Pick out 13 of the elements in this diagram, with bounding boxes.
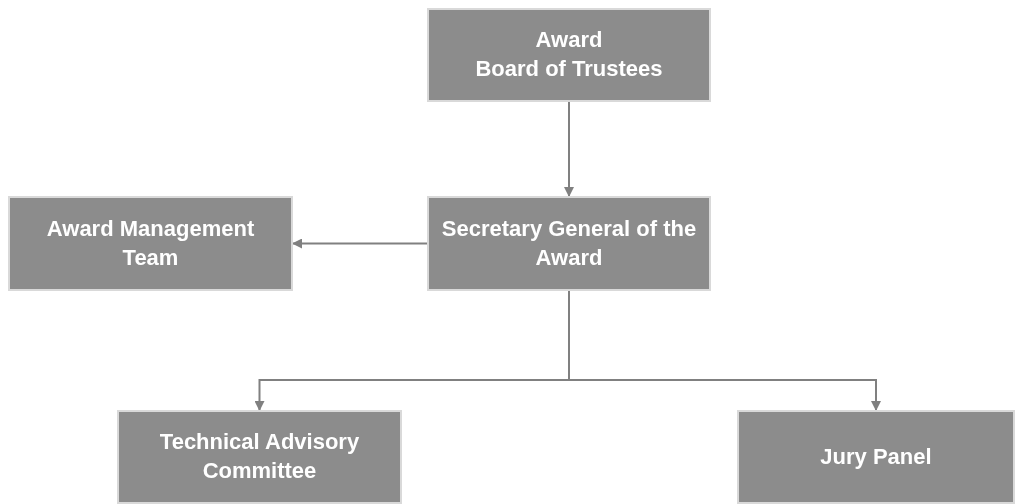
box-label: Award <box>535 26 603 55</box>
arrow <box>564 101 574 197</box>
box-label: Award Management Team <box>45 214 256 272</box>
org-box <box>427 196 711 291</box>
box-label: Board of Trustees <box>475 55 663 83</box>
org-box <box>8 196 293 291</box>
box-label: Technical Advisory Committee <box>158 428 361 485</box>
org-box <box>737 410 1015 504</box>
box-label: Secretary General of the Award <box>441 214 697 272</box>
org-box <box>117 410 402 504</box>
org-box <box>427 8 711 102</box>
box-label: Jury Panel <box>820 442 932 471</box>
arrow <box>292 238 428 249</box>
